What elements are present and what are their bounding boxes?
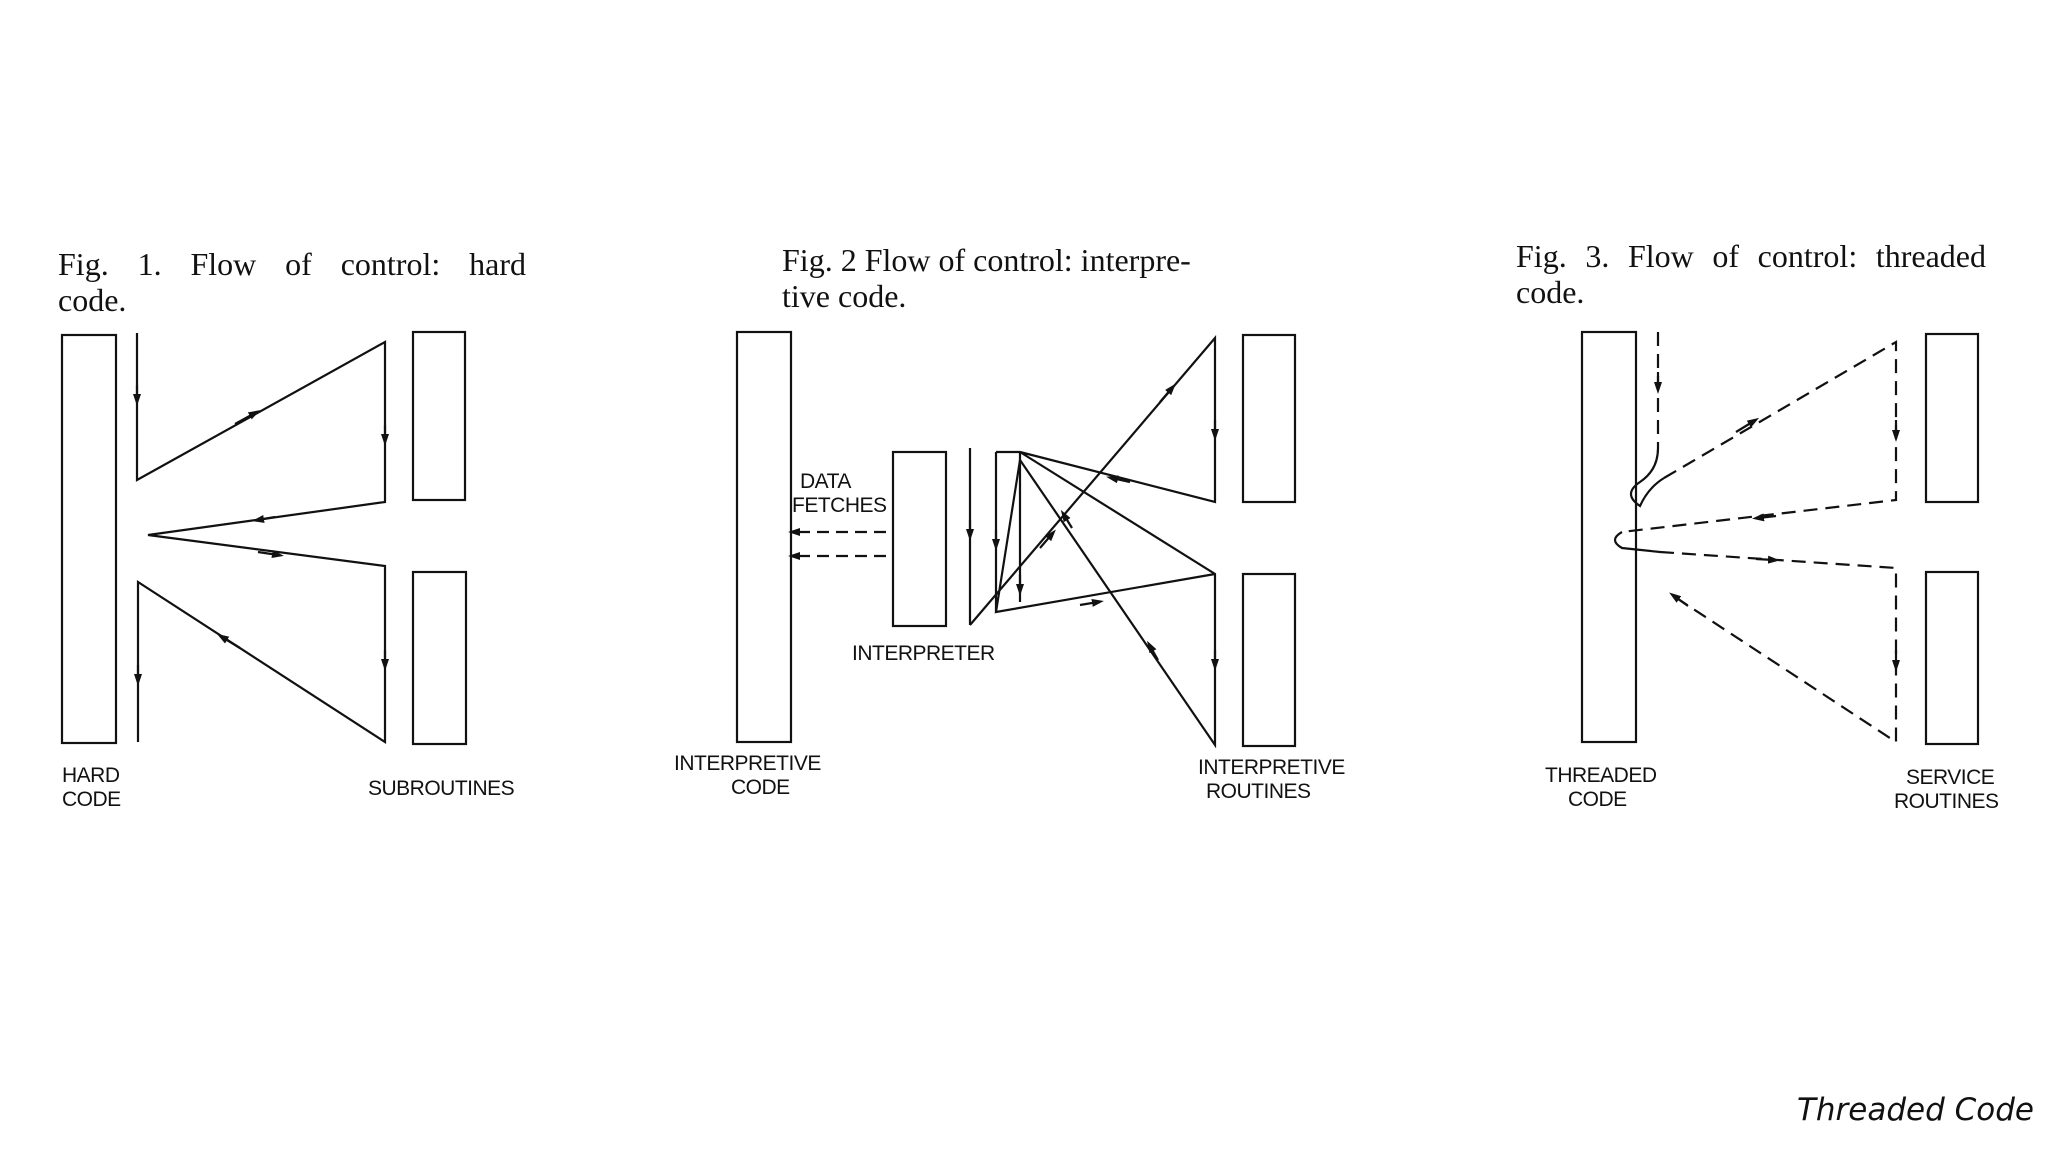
data-fetches-label-line-1: DATA (800, 470, 851, 493)
arrow-return-r1 (1106, 475, 1131, 484)
threaded-code-label-line-2: CODE (1568, 788, 1627, 811)
arrow-up-call-1b (1039, 529, 1056, 549)
data-fetches-label-line-2: FETCHES (792, 494, 887, 517)
figure-1-caption-line-1: Fig. 1. Flow of control: hard (58, 246, 526, 282)
figure-3-caption-line-2: code. (1516, 274, 1585, 310)
thread-call-2 (1659, 550, 1898, 745)
arrow-up-r2 (1147, 640, 1159, 661)
threaded-code-block (1580, 330, 1638, 744)
subroutine-block-2 (411, 570, 468, 746)
subroutine-block-1 (411, 330, 467, 502)
arrow-up-call-1 (1159, 383, 1176, 403)
interpreter-block (891, 450, 948, 628)
service-routine-block-2 (1924, 570, 1980, 746)
arrow-return-t1 (1752, 513, 1777, 522)
thread-call-1 (1621, 340, 1898, 534)
interpretive-routines-label-line-1: INTERPRETIVE (1198, 756, 1345, 779)
threaded-code-label-line-1: THREADED (1545, 764, 1657, 787)
arrow-to-service-1 (1735, 417, 1760, 433)
arrow-to-sub-2 (257, 550, 284, 559)
figure-3-caption: Fig. 3. Flow of control: threaded code. (1516, 238, 1986, 310)
interpretive-routine-block-2 (1241, 572, 1297, 748)
hard-code-block (60, 333, 118, 745)
slide-footer-title: Threaded Code (1796, 1092, 2034, 1128)
arrow-to-sub-1 (234, 410, 261, 425)
interpretive-routine-block-1 (1241, 333, 1297, 504)
arrow-return-t2 (1669, 592, 1689, 607)
figure-2-caption-line-2: tive code. (782, 278, 907, 314)
interpretive-code-label-line-2: CODE (731, 776, 790, 799)
figure-1-diagram (60, 330, 468, 746)
hard-code-flow-path (135, 333, 387, 745)
figure-3-diagram (1580, 330, 1980, 746)
interpreter-label: INTERPRETER (852, 642, 995, 665)
hard-code-label-line-1: HARD (62, 764, 120, 787)
figure-1-caption: Fig. 1. Flow of control: hard code. (58, 246, 526, 318)
subroutines-label: SUBROUTINES (368, 777, 515, 800)
figure-2-caption-line-1: Fig. 2 Flow of control: interpre- (782, 242, 1191, 278)
interpretive-code-block (735, 330, 793, 744)
thread-loop-2 (1613, 531, 1661, 554)
figure-3-caption-line-1: Fig. 3. Flow of control: threaded (1516, 238, 1986, 274)
figure-2-diagram (735, 330, 1297, 749)
call-line-1 (969, 335, 1217, 749)
hard-code-label-line-2: CODE (62, 788, 121, 811)
service-routines-label-line-2: ROUTINES (1894, 790, 1999, 813)
figure-1-caption-line-2: code. (58, 282, 127, 318)
figure-2-caption: Fig. 2 Flow of control: interpre- tive c… (782, 242, 1282, 314)
thread-loop-1 (1629, 447, 1665, 508)
interpretive-code-label-line-1: INTERPRETIVE (674, 752, 821, 775)
arrow-to-service-2 (1755, 555, 1780, 564)
arrow-mid-r2 (1060, 509, 1073, 529)
arrow-return-1 (252, 515, 276, 523)
interpretive-routines-label-line-2: ROUTINES (1206, 780, 1311, 803)
arrow-return-2 (216, 633, 241, 649)
arrow-to-r2 (1079, 599, 1104, 607)
service-routines-label-line-1: SERVICE (1906, 766, 1995, 789)
service-routine-block-1 (1924, 332, 1980, 504)
